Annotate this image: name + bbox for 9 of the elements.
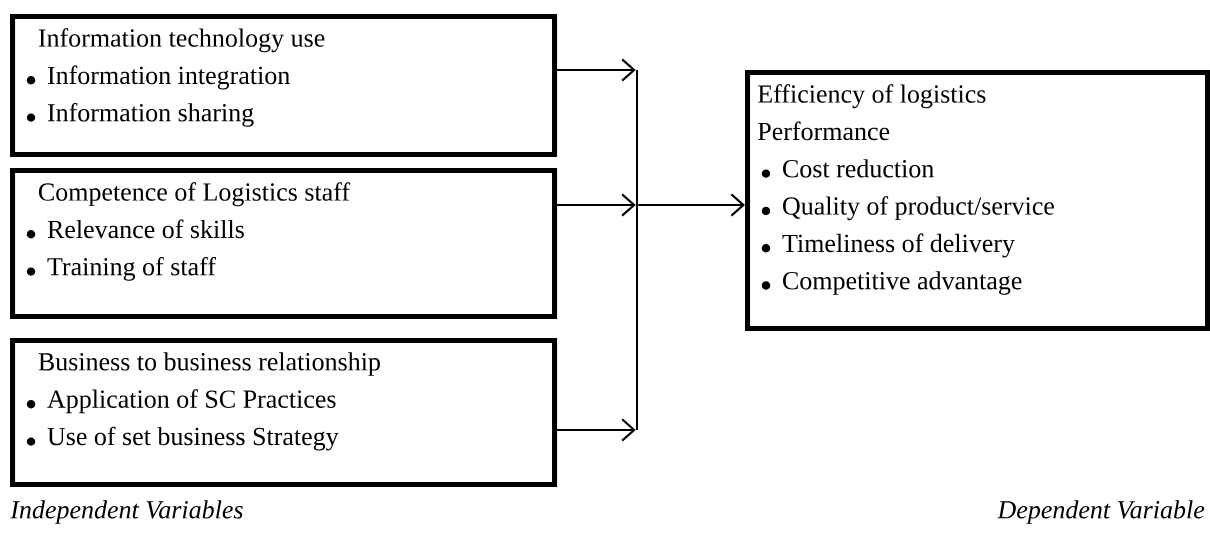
variable-box: Competence of Logistics staff Relevance of skills Training of staff (10, 168, 558, 320)
arrow (556, 418, 636, 442)
variable-box: Efficiency of logistics Performance Cost reduction Quality of product/service Timeliness of delivery Competitive advantage (745, 70, 1210, 332)
variable-box: Information technology use Information integration Information sharing (10, 14, 558, 158)
axis-caption: Dependent Variable (997, 500, 1205, 524)
arrow (556, 58, 636, 82)
variable-box: Business to business relationship Application of SC Practices Use of set business Strategy (10, 338, 558, 488)
arrow (637, 193, 745, 217)
arrow (556, 193, 636, 217)
